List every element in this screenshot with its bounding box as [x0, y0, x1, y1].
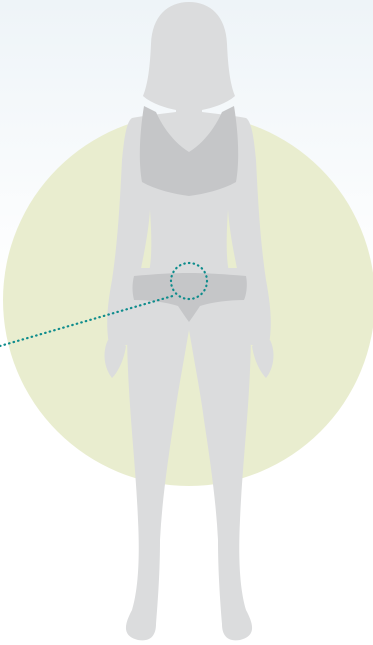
body-diagram-svg — [0, 0, 373, 645]
body-diagram — [0, 0, 373, 645]
